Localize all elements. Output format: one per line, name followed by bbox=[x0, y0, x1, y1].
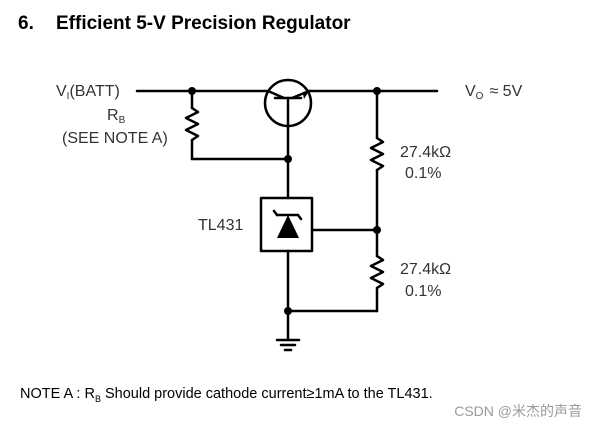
junction-ground bbox=[284, 307, 292, 315]
footnote-sub: B bbox=[94, 393, 101, 404]
figure-number: 6. bbox=[18, 13, 34, 34]
bottom-resistor-tolerance: 0.1% bbox=[405, 283, 441, 300]
junction-ref bbox=[373, 226, 381, 234]
tl431-bar-tick-right bbox=[296, 213, 303, 221]
rb-note-label: (SEE NOTE A) bbox=[62, 130, 168, 147]
divider-top-resistor bbox=[369, 136, 385, 172]
top-resistor-value: 27.4kΩ bbox=[400, 144, 451, 161]
tl431-bar-tick-left bbox=[272, 209, 279, 217]
rb-resistor bbox=[184, 106, 200, 142]
footnote-text: Should provide cathode current≥1mA to th… bbox=[100, 386, 433, 402]
footnote-prefix: NOTE A : R bbox=[20, 386, 95, 402]
tl431-label: TL431 bbox=[198, 217, 243, 234]
input-label: VI(BATT) bbox=[56, 83, 120, 102]
watermark: CSDN @米杰的声音 bbox=[454, 403, 582, 419]
junction-rb-top bbox=[188, 87, 196, 95]
figure-heading: 6. Efficient 5-V Precision Regulator bbox=[18, 13, 351, 35]
tl431-box bbox=[259, 196, 314, 253]
junction-base bbox=[284, 155, 292, 163]
transistor-emitter bbox=[290, 89, 311, 100]
rb-label: RB bbox=[107, 107, 126, 126]
bottom-resistor-value: 27.4kΩ bbox=[400, 261, 451, 278]
figure-title: Efficient 5-V Precision Regulator bbox=[56, 13, 351, 34]
transistor-emitter-arrow bbox=[303, 91, 309, 99]
output-label: VO≈ 5V bbox=[465, 83, 523, 102]
footnote: NOTE A : RB Should provide cathode curre… bbox=[20, 386, 433, 404]
top-resistor-tolerance: 0.1% bbox=[405, 165, 441, 182]
transistor-collector bbox=[266, 89, 286, 100]
tl431-diode-triangle bbox=[277, 215, 299, 238]
divider-bottom-resistor bbox=[369, 254, 385, 290]
junction-vo bbox=[373, 87, 381, 95]
